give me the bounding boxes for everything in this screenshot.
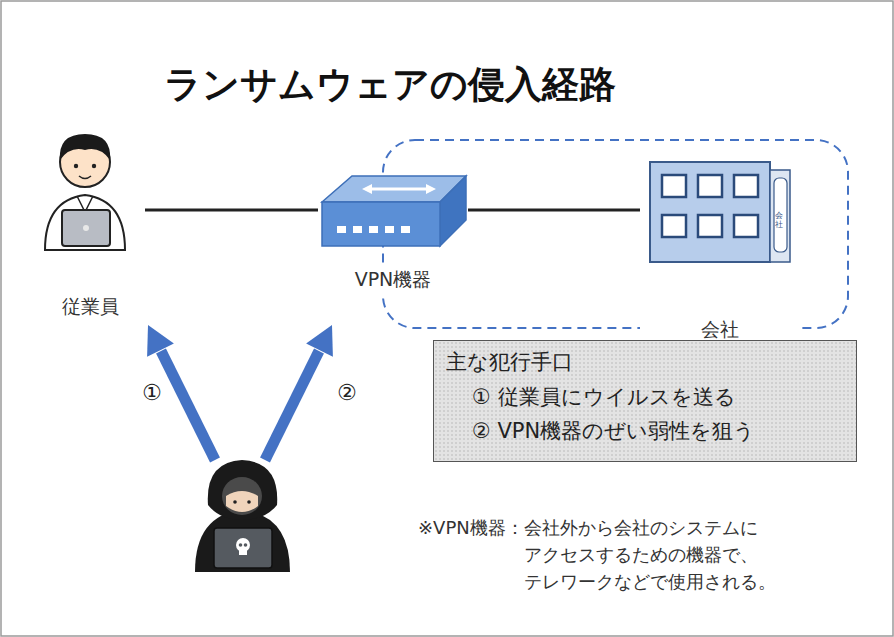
attacker-figure [195, 460, 290, 572]
callout-number: ① [142, 380, 162, 405]
box-heading: 主な犯行手口 [446, 347, 844, 379]
vpn-device-node: VPN機器 [318, 168, 468, 293]
method-box: 主な犯行手口① 従業員にウイルスを送る② VPN機器のぜい弱性を狙う [433, 340, 857, 462]
vpn-device-icon [322, 176, 466, 246]
employee-figure [45, 134, 125, 250]
node-label: 従業員 [35, 294, 145, 320]
building-sign-text: 会社 [775, 212, 783, 230]
method-item: ① 従業員にウイルスを送る [446, 382, 844, 414]
connector-line [145, 210, 318, 211]
title: ランサムウェアの侵入経路 [150, 60, 630, 110]
note-text: ※VPN機器：会社外から会社のシステムに アクセスするための機器で、 テレワーク… [418, 514, 858, 595]
company-node: 会社 [640, 155, 800, 343]
callout-number: ② [337, 380, 357, 405]
company-network-region [383, 140, 848, 328]
node-label: VPN機器 [318, 267, 468, 293]
company-building-icon [650, 162, 790, 262]
attack-arrow [147, 325, 333, 460]
method-item: ② VPN機器のぜい弱性を狙う [446, 416, 844, 448]
employee-node: 従業員 [35, 120, 145, 320]
connector-line [468, 210, 640, 211]
